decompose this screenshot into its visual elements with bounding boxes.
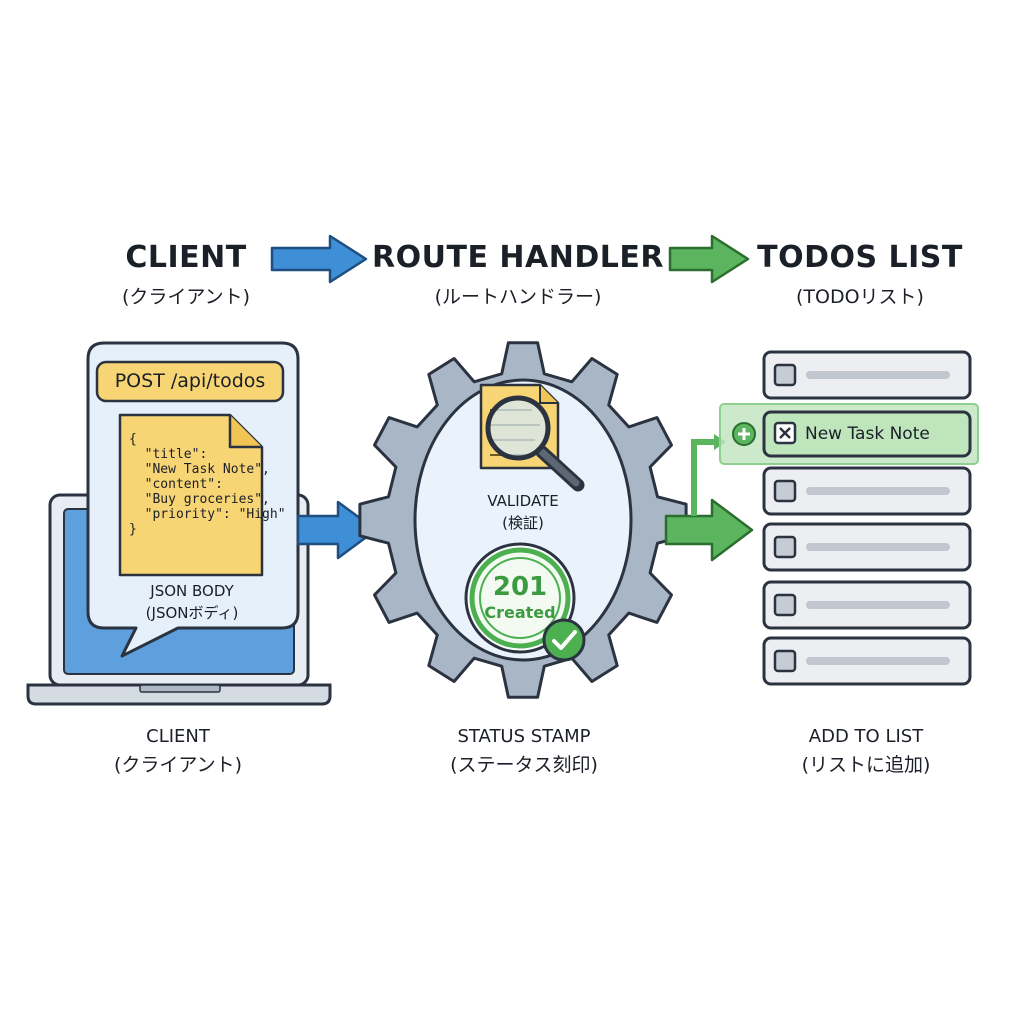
plus-circle-icon: [732, 422, 756, 446]
validate-label: VALIDATE: [487, 492, 559, 510]
json-line: "title":: [129, 447, 208, 462]
json-line: }: [129, 522, 137, 537]
endpoint-pill: [95, 360, 285, 403]
caption-add-title: ADD TO LIST: [808, 726, 924, 747]
caption-stamp-title: STATUS STAMP: [457, 726, 591, 747]
caption-client-sub: (クライアント): [113, 754, 243, 776]
checkbox-icon: [773, 535, 797, 559]
arrow-to-handler: [296, 500, 378, 560]
json-body-sub: (JSONボディ): [145, 604, 239, 622]
check-badge-icon: [542, 618, 586, 662]
header-arrow-blue: [270, 234, 368, 284]
validate-sub: (検証): [502, 514, 544, 532]
header-todos-title: TODOS LIST: [757, 240, 963, 275]
json-line: "content":: [129, 477, 223, 492]
todo-row: [762, 522, 972, 572]
header-client-sub: (クライアント): [121, 286, 251, 308]
checkbox-icon: [773, 593, 797, 617]
todos-list: [762, 350, 972, 686]
checkbox-icon: [773, 649, 797, 673]
stamp-code: 201: [492, 572, 548, 602]
caption-add-sub: (リストに追加): [801, 754, 931, 776]
magnifier-icon: [485, 395, 585, 492]
status-stamp: [464, 542, 576, 654]
json-body-label: JSON BODY: [150, 582, 234, 600]
header-arrow-green: [668, 234, 750, 284]
header-todos-sub: (TODOリスト): [796, 286, 924, 308]
header-client-title: CLIENT: [125, 240, 247, 275]
endpoint-label: POST /api/todos: [114, 370, 266, 392]
checkbox-icon: [773, 363, 797, 387]
stamp-text: Created: [484, 603, 556, 622]
checkbox-icon: [773, 479, 797, 503]
checked-box-icon: [773, 421, 797, 445]
caption-stamp-sub: (ステータス刻印): [450, 754, 598, 776]
header-route-title: ROUTE HANDLER: [372, 240, 664, 275]
todo-row: [762, 580, 972, 630]
json-body-code: { "title": "New Task Note", "content": "…: [129, 432, 286, 537]
new-item-label: New Task Note: [805, 424, 930, 444]
json-line: "New Task Note",: [129, 462, 270, 477]
json-line: "priority": "High": [129, 507, 286, 522]
json-document: [118, 413, 264, 577]
new-item-highlight: [719, 403, 979, 465]
todo-row: [762, 636, 972, 686]
todo-row: [762, 466, 972, 516]
todo-row: [762, 350, 972, 400]
caption-client-title: CLIENT: [146, 726, 210, 747]
header-route-sub: (ルートハンドラー): [434, 286, 602, 308]
json-line: "Buy groceries",: [129, 492, 270, 507]
json-line: {: [129, 432, 137, 447]
